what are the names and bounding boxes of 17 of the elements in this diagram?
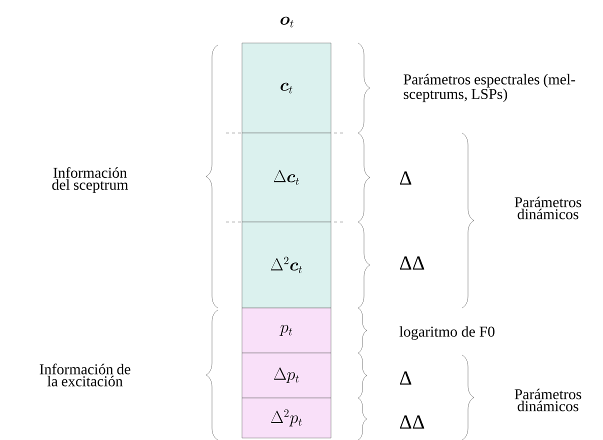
brace-label: Parámetros espectrales (mel-sceptrums, LSPs) xyxy=(404,74,576,102)
brace-label: ΔΔ xyxy=(400,256,424,270)
brace-label: Δ xyxy=(400,371,412,385)
vector-cell: $\Delta^2 p_t$ xyxy=(242,398,332,438)
vector-cell: $\Delta^2\boldsymbol{c}_t$ xyxy=(242,222,332,308)
brace-label: Parámetros dinámicos xyxy=(514,196,582,220)
brace-label: Información del sceptrum xyxy=(52,167,128,193)
brace-label: Δ xyxy=(400,171,412,185)
brace-label: ΔΔ xyxy=(400,415,424,429)
vector-cell: $\Delta\boldsymbol{c}_t$ xyxy=(242,132,332,222)
vector-cell: $p_t$ xyxy=(242,308,332,354)
column-heading: $\boldsymbol{o}_t$ xyxy=(280,16,294,28)
brace-label: Información de la excitación xyxy=(40,364,130,386)
vector-cell: $\boldsymbol{c}_t$ xyxy=(242,42,332,134)
brace-label: logaritmo de F0 xyxy=(400,326,494,340)
brace-label: Parámetros dinámicos xyxy=(514,388,582,412)
vector-cell: $\Delta p_t$ xyxy=(242,352,332,398)
